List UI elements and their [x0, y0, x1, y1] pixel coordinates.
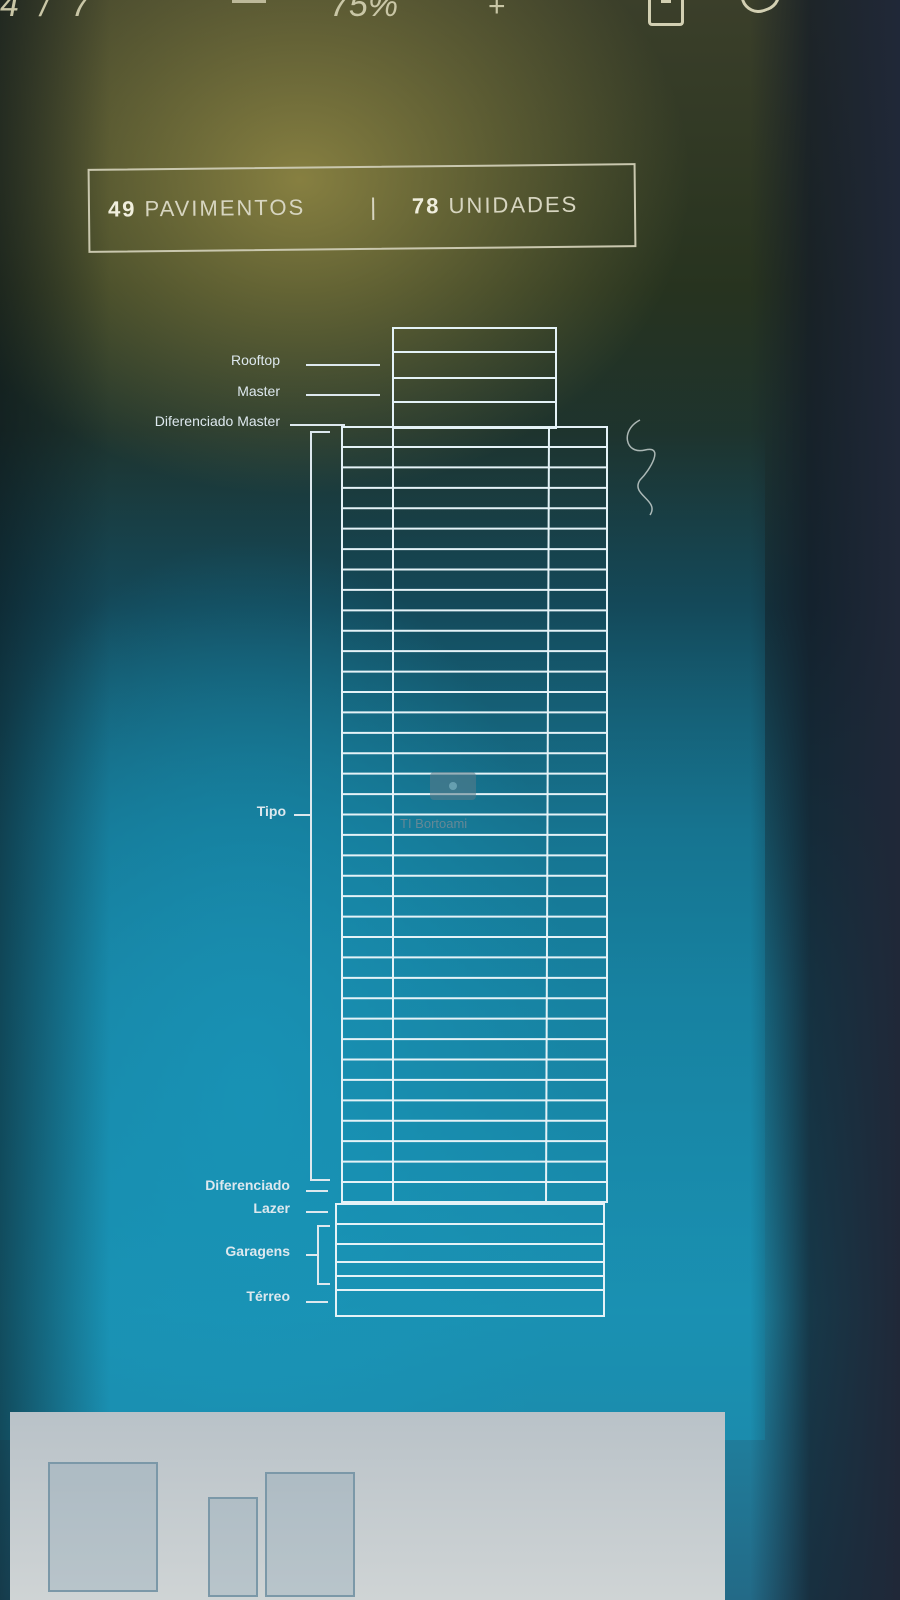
watermark-icon: [430, 772, 476, 800]
label-diferenciado: Diferenciado: [205, 1177, 290, 1193]
content-panel: [0, 430, 765, 1440]
zoom-in-button[interactable]: +: [488, 0, 506, 23]
label-rooftop: Rooftop: [230, 352, 280, 368]
label-tipo: Tipo: [256, 803, 286, 819]
left-shade: [0, 0, 110, 1600]
pdf-toolbar: 4 / 7 75% +: [0, 0, 900, 26]
zoom-out-button[interactable]: [232, 0, 266, 3]
watermark-text: TI Bortoami: [400, 816, 468, 831]
page-indicator: 4 / 7: [0, 0, 97, 24]
floorplan-thumbnail[interactable]: [208, 1497, 258, 1597]
sketch-doodle: [626, 419, 656, 516]
zoom-level[interactable]: 75%: [330, 0, 399, 24]
label-garagens: Garagens: [225, 1243, 290, 1259]
floorplan-thumbnail[interactable]: [48, 1462, 158, 1592]
label-terreo: Térreo: [246, 1288, 290, 1304]
garagens-bracket: [317, 1225, 330, 1285]
tipo-bracket: [310, 431, 330, 1181]
save-icon[interactable]: [648, 0, 684, 26]
label-diferenciado-master: Diferenciado Master: [154, 413, 280, 429]
label-master: Master: [237, 383, 280, 399]
podium: [335, 1203, 605, 1317]
floorplan-thumbnail[interactable]: [265, 1472, 355, 1597]
monitor-bezel: [750, 0, 900, 1600]
label-lazer: Lazer: [253, 1200, 290, 1216]
thumbnail-strip: [10, 1412, 725, 1600]
